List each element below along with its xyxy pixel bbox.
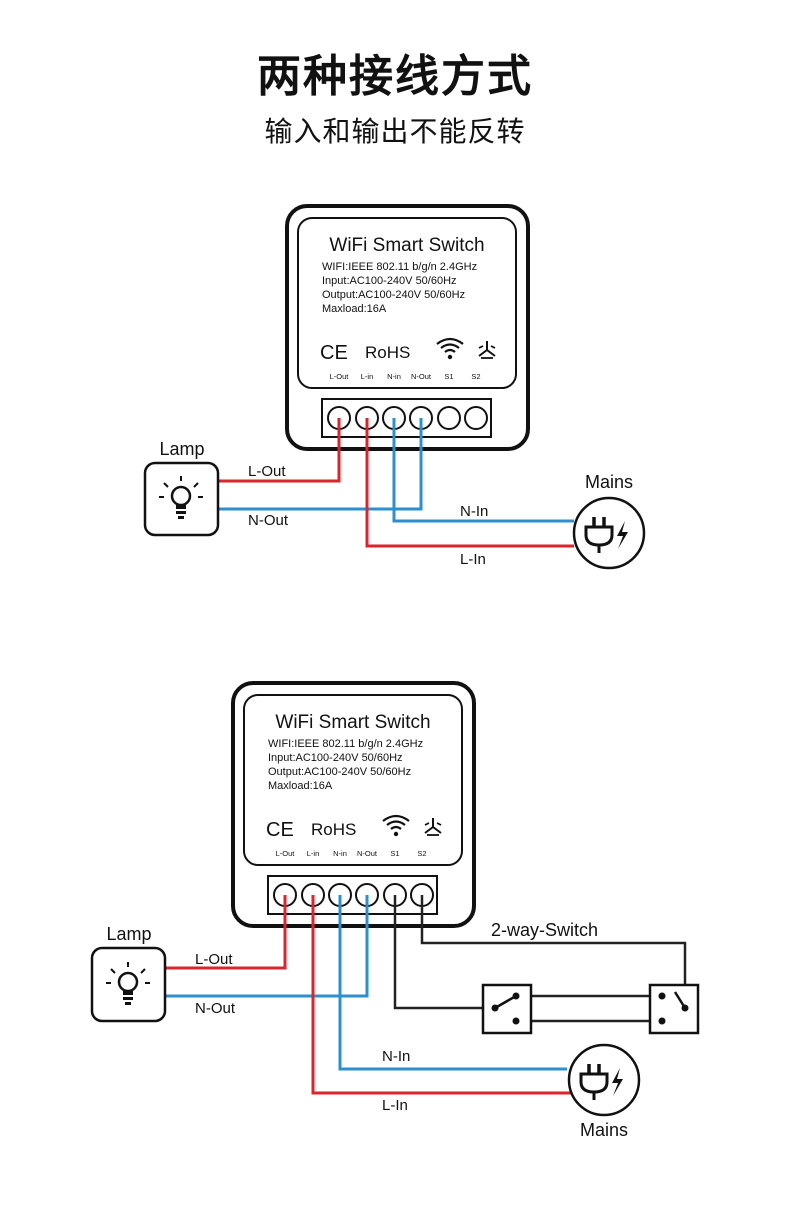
terminal-label-s2: S2 bbox=[417, 849, 426, 858]
terminal-label-l-out: L-Out bbox=[276, 849, 296, 858]
page-title: 两种接线方式 bbox=[257, 51, 533, 102]
wire-n-out bbox=[165, 895, 369, 998]
mains-circle bbox=[572, 496, 646, 570]
spec-maxload: Maxload:16A bbox=[268, 780, 333, 792]
mains-label: Mains bbox=[580, 1120, 628, 1140]
label-n-out: N-Out bbox=[248, 512, 289, 529]
terminal-label-l-out: L-Out bbox=[330, 372, 350, 381]
spec-wifi: WIFI:IEEE 802.11 b/g/n 2.4GHz bbox=[268, 738, 423, 750]
two-way-switch-label: 2-way-Switch bbox=[491, 920, 598, 940]
spec-maxload: Maxload:16A bbox=[322, 303, 387, 315]
ce-mark: CE bbox=[266, 819, 294, 841]
label-l-in: L-In bbox=[382, 1097, 408, 1114]
lamp-box bbox=[143, 461, 220, 537]
terminal-label-n-out: N-Out bbox=[411, 372, 432, 381]
terminal-label-l-in: L-in bbox=[361, 372, 374, 381]
wire-s2 bbox=[420, 895, 687, 1003]
terminal-label-n-in: N-in bbox=[333, 849, 347, 858]
terminal-s2 bbox=[464, 406, 488, 430]
lamp-box bbox=[90, 946, 167, 1023]
device-name: WiFi Smart Switch bbox=[275, 712, 430, 733]
wire-n-in bbox=[392, 418, 574, 523]
wire-n-out bbox=[219, 418, 423, 511]
label-l-in: L-In bbox=[460, 551, 486, 568]
diagram-2: WiFi Smart Switch WIFI:IEEE 802.11 b/g/n… bbox=[90, 681, 700, 1140]
terminal-label-n-in: N-in bbox=[387, 372, 401, 381]
rohs-mark: RoHS bbox=[365, 343, 410, 362]
spec-output: Output:AC100-240V 50/60Hz bbox=[268, 766, 411, 778]
terminal-label-s1: S1 bbox=[390, 849, 399, 858]
wire-s1 bbox=[393, 895, 512, 1010]
terminal-label-s1: S1 bbox=[444, 372, 453, 381]
rohs-mark: RoHS bbox=[311, 820, 356, 839]
wire-n-in bbox=[338, 895, 567, 1071]
two-way-switch-right bbox=[648, 983, 700, 1035]
smart-switch-device: WiFi Smart Switch WIFI:IEEE 802.11 b/g/n… bbox=[231, 681, 476, 928]
spec-output: Output:AC100-240V 50/60Hz bbox=[322, 289, 465, 301]
terminal-label-n-out: N-Out bbox=[357, 849, 378, 858]
lamp-label: Lamp bbox=[106, 924, 151, 944]
label-l-out: L-Out bbox=[195, 951, 233, 968]
spec-input: Input:AC100-240V 50/60Hz bbox=[268, 752, 403, 764]
wire-l-in bbox=[365, 418, 574, 548]
mains-label: Mains bbox=[585, 472, 633, 492]
label-n-out: N-Out bbox=[195, 1000, 236, 1017]
spec-wifi: WIFI:IEEE 802.11 b/g/n 2.4GHz bbox=[322, 261, 477, 273]
label-n-in: N-In bbox=[460, 503, 488, 520]
mains-circle bbox=[567, 1043, 641, 1117]
terminal-label-l-in: L-in bbox=[307, 849, 320, 858]
terminal-label-s2: S2 bbox=[471, 372, 480, 381]
wire-l-in bbox=[311, 895, 575, 1095]
label-l-out: L-Out bbox=[248, 463, 286, 480]
wire-l-out bbox=[165, 895, 287, 970]
ce-mark: CE bbox=[320, 342, 348, 364]
smart-switch-device: WiFi Smart Switch WIFI:IEEE 802.11 b/g/n… bbox=[285, 204, 530, 451]
diagram-1: WiFi Smart Switch WIFI:IEEE 802.11 b/g/n… bbox=[143, 204, 646, 570]
device-name: WiFi Smart Switch bbox=[329, 235, 484, 256]
terminal-s1 bbox=[437, 406, 461, 430]
page-subtitle: 输入和输出不能反转 bbox=[264, 115, 526, 148]
lamp-label: Lamp bbox=[159, 439, 204, 459]
two-way-switch-left bbox=[481, 983, 533, 1035]
wire-l-out bbox=[219, 418, 341, 483]
label-n-in: N-In bbox=[382, 1048, 410, 1065]
spec-input: Input:AC100-240V 50/60Hz bbox=[322, 275, 457, 287]
